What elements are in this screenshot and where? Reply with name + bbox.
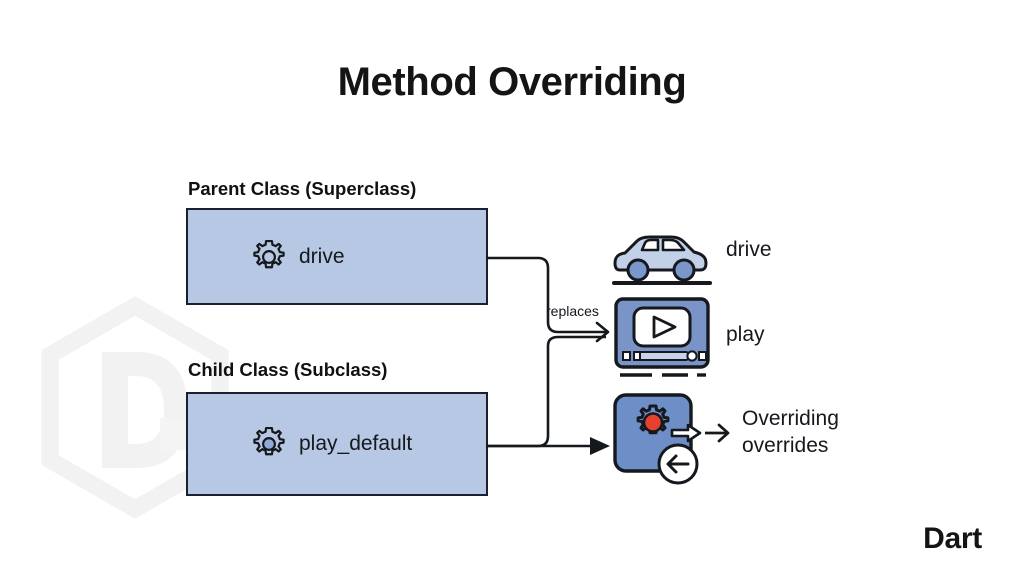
result-play-row: play <box>612 296 765 380</box>
override-arrowhead <box>590 437 610 455</box>
parent-member-label: drive <box>299 244 345 268</box>
media-player-icon <box>612 296 712 380</box>
result-drive-label: drive <box>726 238 772 261</box>
car-icon <box>612 228 712 290</box>
parent-class-box[interactable]: drive <box>186 208 488 305</box>
result-play-label: play <box>726 323 765 346</box>
arrow-left-circle-icon <box>657 443 699 485</box>
child-class-label: Child Class (Subclass) <box>188 359 388 380</box>
result-overriding-label-line2: overrides <box>742 434 829 457</box>
child-member-label: play_default <box>299 432 413 455</box>
arrow-right-badge <box>670 423 702 443</box>
parent-class-label: Parent Class (Superclass) <box>188 178 417 199</box>
result-drive-row: drive <box>612 228 772 290</box>
child-class-member: play_default <box>250 425 412 463</box>
result-overriding-row: Overriding overrides <box>612 392 839 488</box>
brand-label: Dart <box>923 522 982 555</box>
gear-icon <box>250 425 288 463</box>
child-class-box[interactable]: play_default <box>186 392 488 496</box>
result-overriding-label: Overriding overrides <box>742 405 839 459</box>
connector-lines <box>486 256 610 455</box>
gear-icon <box>250 238 288 276</box>
page-title: Method Overriding <box>337 60 687 104</box>
result-overriding-label-line1: Overriding <box>742 407 839 430</box>
override-gear-icon <box>612 392 734 488</box>
arrow-right-icon <box>705 423 730 443</box>
replaces-label: replaces <box>546 303 599 319</box>
parent-class-member: drive <box>250 238 345 276</box>
